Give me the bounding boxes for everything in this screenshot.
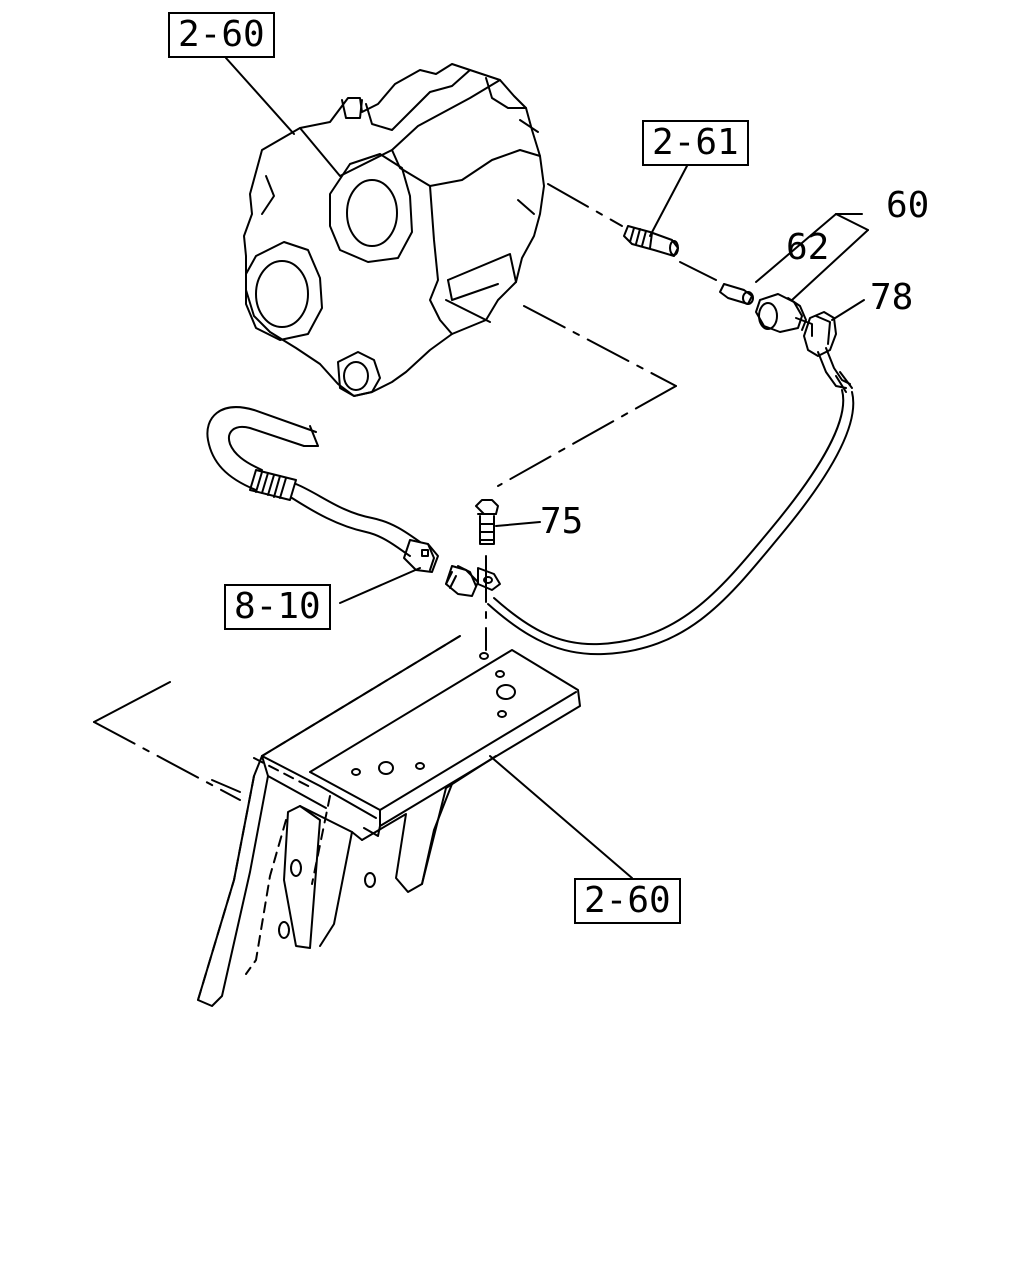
- bracket-hidden-edges: [198, 636, 460, 1000]
- cable-connector-part-60: [756, 294, 812, 336]
- phantom-center-lines: [94, 184, 716, 800]
- callout-speed-sensor-ref: 2-61: [642, 120, 749, 166]
- mounting-bracket: [198, 636, 580, 1006]
- callout-transmission-ref: 2-60: [168, 12, 275, 58]
- clip-part-78: [804, 312, 836, 356]
- leader-lines: [212, 58, 868, 878]
- callout-part-60: 60: [886, 185, 930, 226]
- callout-part-62: 62: [786, 227, 830, 268]
- adapter-part-62: [720, 284, 753, 304]
- phantom-stub: [94, 682, 170, 722]
- callout-part-78: 78: [870, 277, 914, 318]
- transmission-housing: [244, 64, 544, 396]
- bolt-part-75: [476, 500, 498, 544]
- wiring-harness: [207, 407, 438, 572]
- clamp-and-connector: [446, 566, 500, 596]
- callout-harness-ref: 8-10: [224, 584, 331, 630]
- speed-sensor-body: [624, 226, 678, 256]
- callout-bracket-ref: 2-60: [574, 878, 681, 924]
- speed-cable: [488, 348, 853, 654]
- callout-part-75: 75: [540, 501, 584, 542]
